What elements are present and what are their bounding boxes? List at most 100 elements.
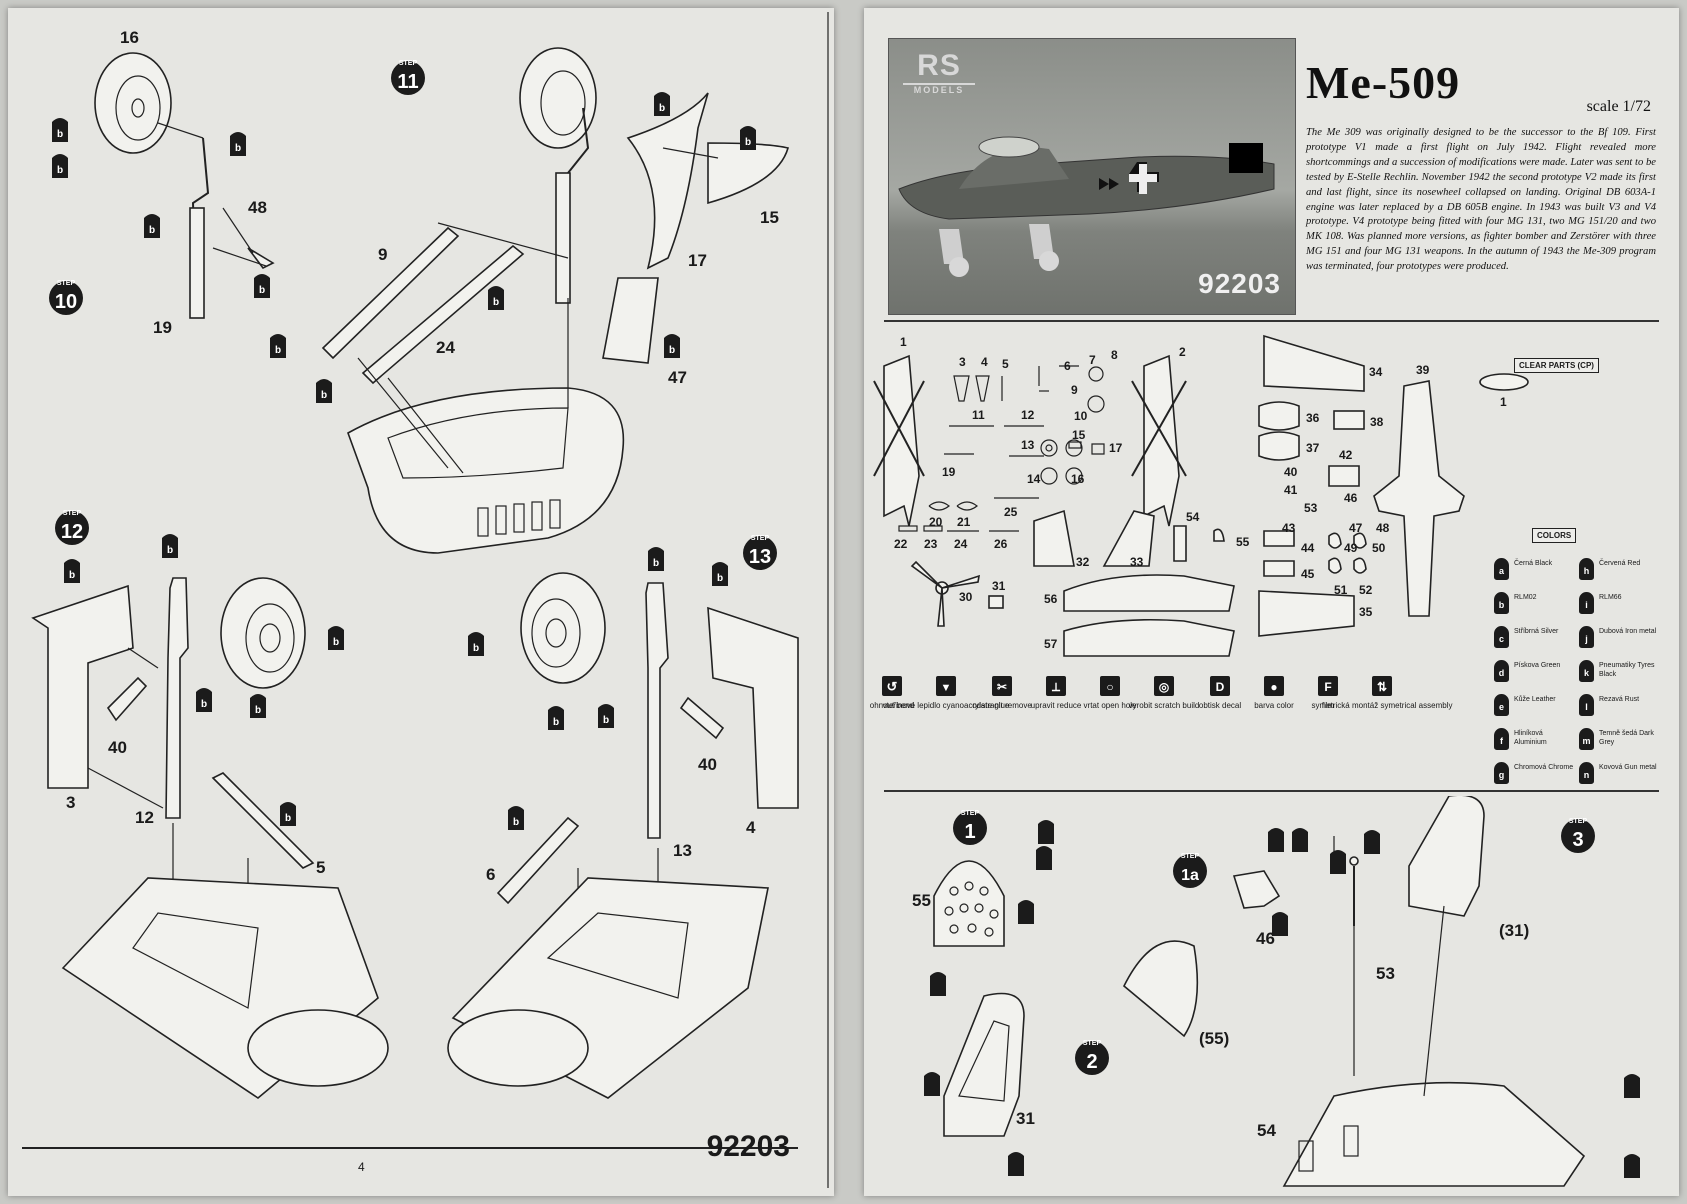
part-number-label: 55 [912, 891, 931, 910]
svg-text:b: b [603, 715, 609, 726]
svg-text:49: 49 [1344, 541, 1358, 555]
svg-text:STEP: STEP [1181, 853, 1200, 860]
part-40-right [679, 696, 725, 740]
svg-text:obtisk decal: obtisk decal [1199, 701, 1241, 710]
svg-text:15: 15 [1072, 428, 1086, 442]
panel-55-back [1123, 940, 1199, 1038]
svg-text:2: 2 [1086, 1051, 1097, 1073]
part-55 [1213, 528, 1225, 542]
color-tags: b b b b b b b b b b b b b b b b b b b b … [52, 92, 756, 830]
svg-text:↺: ↺ [887, 679, 898, 694]
svg-text:1: 1 [964, 821, 975, 843]
svg-text:STEP: STEP [1083, 1040, 1102, 1047]
part-number-label: 4 [746, 818, 756, 837]
model-title: Me-509 [1306, 57, 1461, 108]
svg-text:STEP: STEP [63, 510, 82, 517]
svg-text:8: 8 [1111, 348, 1118, 362]
svg-text:57: 57 [1044, 637, 1058, 651]
section-divider [884, 790, 1659, 792]
svg-text:b: b [259, 285, 265, 296]
svg-text:b: b [553, 717, 559, 728]
parts-44-45 [1263, 530, 1295, 577]
svg-text:32: 32 [1076, 555, 1090, 569]
svg-text:⟂: ⟂ [1051, 680, 1061, 694]
svg-text:5: 5 [1002, 357, 1009, 371]
step-11-marker: STEP 11 [391, 60, 425, 95]
svg-text:b: b [69, 570, 75, 581]
seat-31-step3 [1408, 796, 1485, 917]
part-48 [247, 247, 275, 270]
step-11-nose-assembly [321, 47, 789, 554]
clear-parts-label: CLEAR PARTS (CP) [1514, 358, 1599, 373]
svg-text:10: 10 [1074, 409, 1088, 423]
door-3 [31, 584, 134, 789]
page-number: 4 [358, 1160, 365, 1174]
svg-text:44: 44 [1301, 541, 1315, 555]
svg-text:41: 41 [1284, 483, 1298, 497]
svg-text:50: 50 [1372, 541, 1386, 555]
svg-text:26: 26 [994, 537, 1008, 551]
fuselage-nose [347, 387, 625, 554]
part-number-label: 53 [1376, 964, 1395, 983]
part-40-left [106, 676, 148, 722]
part-number-label: (31) [1499, 921, 1529, 940]
svg-text:○: ○ [1106, 680, 1113, 694]
part-number-label: 47 [668, 368, 687, 387]
part-number-label: 3 [66, 793, 75, 812]
part-42 [1328, 465, 1360, 487]
instrument-panel-55 [933, 860, 1005, 947]
svg-text:12: 12 [61, 521, 83, 543]
strut-24 [361, 244, 525, 385]
part-36 [1258, 401, 1300, 431]
svg-text:53: 53 [1304, 501, 1318, 515]
wing-57 [1063, 618, 1235, 657]
right-instruction-page: RS MODELS 92203 Me-509 scale 1/72 The Me… [864, 8, 1679, 1196]
svg-text:STEP: STEP [1569, 818, 1588, 825]
redaction-box [1229, 143, 1263, 173]
svg-text:⇅: ⇅ [1377, 680, 1387, 694]
svg-text:52: 52 [1359, 583, 1373, 597]
fuselage-half-1 [873, 354, 925, 527]
svg-text:20: 20 [929, 515, 943, 529]
part-32 [1033, 509, 1075, 567]
svg-text:1a: 1a [1181, 867, 1199, 884]
wheel-left [220, 577, 306, 689]
svg-text:13: 13 [749, 546, 771, 568]
model-scale: scale 1/72 [1586, 98, 1651, 115]
section-divider [884, 320, 1659, 322]
svg-text:42: 42 [1339, 448, 1353, 462]
svg-text:b: b [285, 813, 291, 824]
svg-text:6: 6 [1064, 359, 1071, 373]
svg-text:vrtat open hole: vrtat open hole [1084, 701, 1137, 710]
svg-text:STEP: STEP [751, 535, 770, 542]
svg-text:30: 30 [959, 590, 973, 604]
svg-text:b: b [513, 817, 519, 828]
svg-text:1: 1 [900, 335, 907, 349]
cover-47 [602, 277, 659, 364]
sprue-part-numbers: 1 3 4 5 6 7 8 9 10 11 12 13 14 15 16 17 … [894, 335, 1507, 651]
part-33 [1102, 510, 1155, 567]
svg-text:45: 45 [1301, 567, 1315, 581]
part-number-label: 48 [248, 198, 267, 217]
strut-9 [321, 226, 460, 360]
svg-text:STEP: STEP [399, 60, 418, 67]
aircraft-photo: RS MODELS 92203 [888, 38, 1296, 315]
svg-text:46: 46 [1344, 491, 1358, 505]
svg-text:◎: ◎ [1159, 680, 1170, 694]
svg-text:barva color: barva color [1254, 701, 1294, 710]
svg-text:22: 22 [894, 537, 908, 551]
svg-text:b: b [57, 165, 63, 176]
strut-19 [189, 207, 205, 319]
kit-number-footer: 92203 [706, 1130, 790, 1163]
svg-text:D: D [1216, 680, 1225, 694]
legend-film-icon: F film [1318, 676, 1338, 710]
legend-bend-icon: ↺ ohnout bend [870, 676, 914, 710]
svg-text:b: b [321, 390, 327, 401]
svg-text:37: 37 [1306, 441, 1320, 455]
part-number-label: 17 [688, 251, 707, 270]
svg-text:b: b [255, 705, 261, 716]
svg-text:31: 31 [992, 579, 1006, 593]
